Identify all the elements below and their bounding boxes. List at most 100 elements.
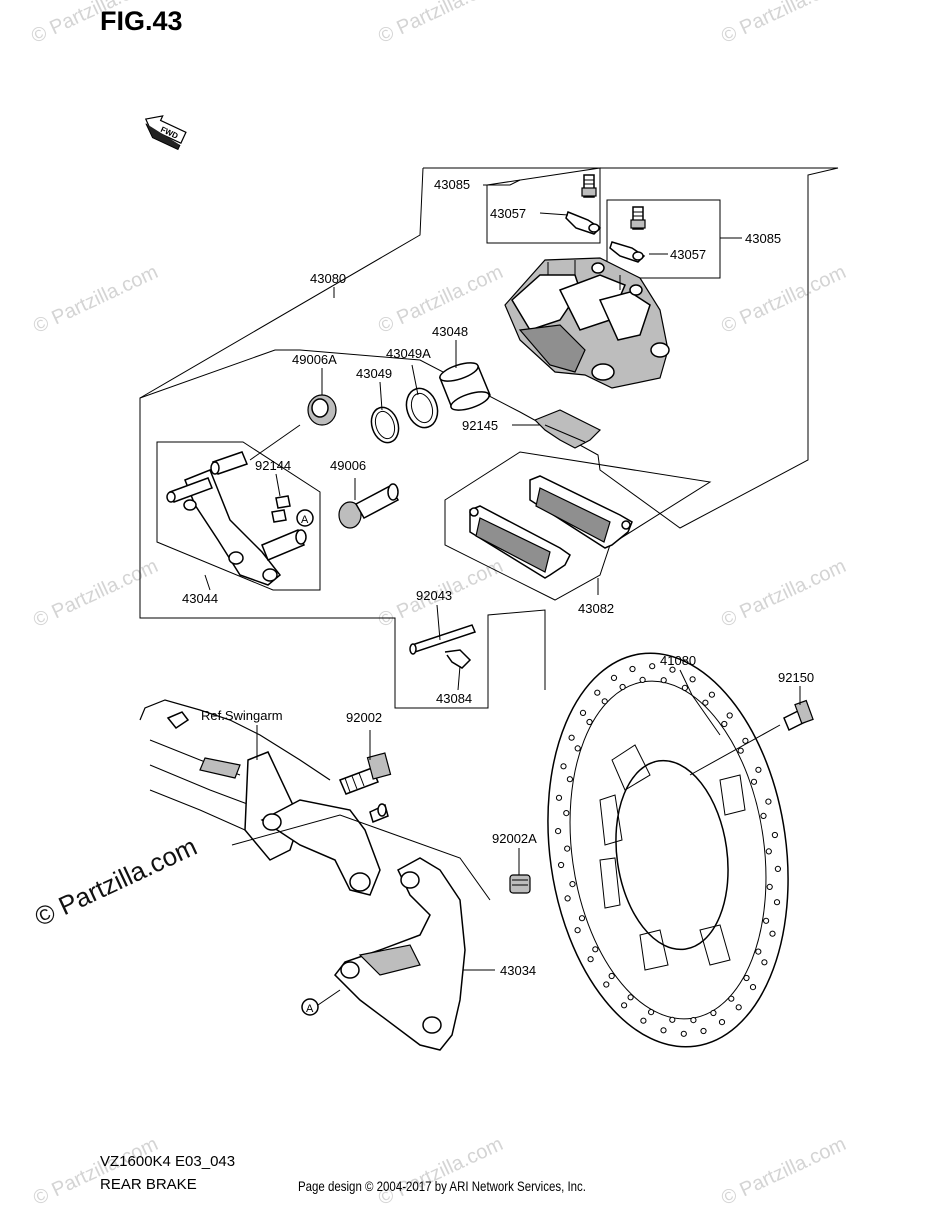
disc-vent-hole xyxy=(579,709,587,717)
model-code: VZ1600K4 E03_043 xyxy=(100,1153,236,1170)
brake-pad-inner-43082 xyxy=(469,505,571,579)
disc-vent-hole xyxy=(601,698,608,705)
disc-vent-hole xyxy=(765,798,772,805)
label-43080: 43080 xyxy=(310,271,346,286)
bleeder-valve-43085-right xyxy=(630,206,646,230)
disc-vent-hole xyxy=(629,665,636,673)
brake-pad-outer-43082 xyxy=(529,475,633,549)
disc-vent-hole xyxy=(761,959,768,966)
disc-vent-hole xyxy=(648,1009,655,1016)
caliper-bracket-43044 xyxy=(166,451,307,586)
label-92144: 92144 xyxy=(255,458,291,473)
label-49006a: 49006A xyxy=(292,352,337,367)
disc-vent-hole xyxy=(603,981,610,988)
label-92150: 92150 xyxy=(778,670,814,685)
disc-vent-hole xyxy=(680,1030,687,1037)
label-43085-left: 43085 xyxy=(434,177,470,192)
section-name: REAR BRAKE xyxy=(100,1176,197,1193)
disc-vent-hole xyxy=(708,691,716,698)
disc-vent-hole xyxy=(669,666,676,673)
disc-vent-hole xyxy=(608,972,615,980)
disc-vent-hole xyxy=(765,848,772,855)
disc-vent-hole xyxy=(587,956,594,963)
pad-spring-92145 xyxy=(533,409,602,449)
bolt-92002 xyxy=(339,752,392,795)
disc-vent-hole xyxy=(742,737,749,744)
disc-vent-hole xyxy=(721,720,728,728)
disc-vent-hole xyxy=(568,734,575,741)
ref-marker-a-lower-label: A xyxy=(306,1003,314,1015)
pad-group-outline xyxy=(444,451,712,601)
disc-vent-holes xyxy=(555,663,782,1037)
disc-vent-hole xyxy=(558,861,565,869)
disc-vent-hole xyxy=(566,776,574,783)
boot-49006a xyxy=(307,394,337,426)
disc-vent-hole xyxy=(649,663,656,670)
disc-vent-hole xyxy=(574,745,581,752)
label-43048: 43048 xyxy=(432,324,468,339)
label-92145: 92145 xyxy=(462,418,498,433)
disc-vent-hole xyxy=(743,974,750,982)
disc-vent-hole xyxy=(574,927,581,934)
pad-pin-92043 xyxy=(409,624,477,655)
disc-vent-hole xyxy=(610,674,618,682)
disc-vent-hole xyxy=(755,766,762,773)
disc-vent-hole xyxy=(700,1027,707,1035)
bracket-group-outline xyxy=(156,441,321,591)
label-41080: 41080 xyxy=(660,653,696,668)
disc-vent-hole xyxy=(681,684,689,692)
label-43082: 43082 xyxy=(578,601,614,616)
disc-vent-hole xyxy=(710,1009,717,1017)
label-43057-right: 43057 xyxy=(670,247,706,262)
disc-vent-hole xyxy=(555,794,563,801)
pad-pin-clip-43084 xyxy=(444,649,472,669)
page-credit: Page design © 2004-2017 by ARI Network S… xyxy=(298,1178,586,1194)
bleeder-cap-43057-right xyxy=(609,241,646,263)
bleeder-cap-43057-left xyxy=(565,211,602,235)
ref-marker-a-upper-label: A xyxy=(301,514,309,526)
label-43049: 43049 xyxy=(356,366,392,381)
bolt-92002a xyxy=(509,874,531,894)
piston-43048 xyxy=(439,362,491,411)
disc-vent-hole xyxy=(563,810,570,817)
disc-vent-hole xyxy=(726,712,733,719)
disc-vent-hole xyxy=(639,676,646,684)
disc-vent-hole xyxy=(771,831,779,839)
disc-vent-hole xyxy=(773,899,781,906)
disc-bolt-92150 xyxy=(783,699,814,732)
disc-vent-hole xyxy=(555,828,562,835)
disc-vent-hole xyxy=(619,683,626,691)
slide-pin-49006 xyxy=(338,483,400,529)
disc-vent-hole xyxy=(690,1017,697,1024)
label-43057-left: 43057 xyxy=(490,206,526,221)
label-43044: 43044 xyxy=(182,591,218,606)
disc-vent-hole xyxy=(669,1016,676,1023)
disc-vent-hole xyxy=(728,995,735,1002)
disc-vent-hole xyxy=(702,699,709,706)
ref-marker-a-upper xyxy=(296,509,314,527)
bleeder-valve-43085-left xyxy=(581,174,597,198)
disc-vent-hole xyxy=(578,915,586,922)
disc-vent-hole xyxy=(755,948,762,955)
disc-vent-hole xyxy=(760,812,767,820)
disc-vent-hole xyxy=(735,1004,742,1011)
disc-vent-hole xyxy=(586,718,593,726)
figure-title: FIG.43 xyxy=(100,6,183,36)
piston-seal-43049a xyxy=(405,387,439,429)
disc-vent-hole xyxy=(769,930,776,937)
label-49006: 49006 xyxy=(330,458,366,473)
disc-vent-hole xyxy=(766,883,773,891)
disc-vent-hole xyxy=(737,747,744,754)
disc-vent-hole xyxy=(660,677,667,684)
label-43085-right: 43085 xyxy=(745,231,781,246)
label-ref-swingarm: Ref.Swingarm xyxy=(201,708,283,723)
caliper-body-43080 xyxy=(504,257,670,389)
disc-vent-hole xyxy=(621,1002,628,1009)
brake-disc-41080 xyxy=(547,652,789,1048)
disc-vent-hole xyxy=(640,1017,647,1024)
disc-vent-hole xyxy=(592,946,599,953)
disc-vent-hole xyxy=(594,689,601,696)
disc-vent-hole xyxy=(750,778,758,785)
assembly-outline-43080 xyxy=(139,167,839,709)
